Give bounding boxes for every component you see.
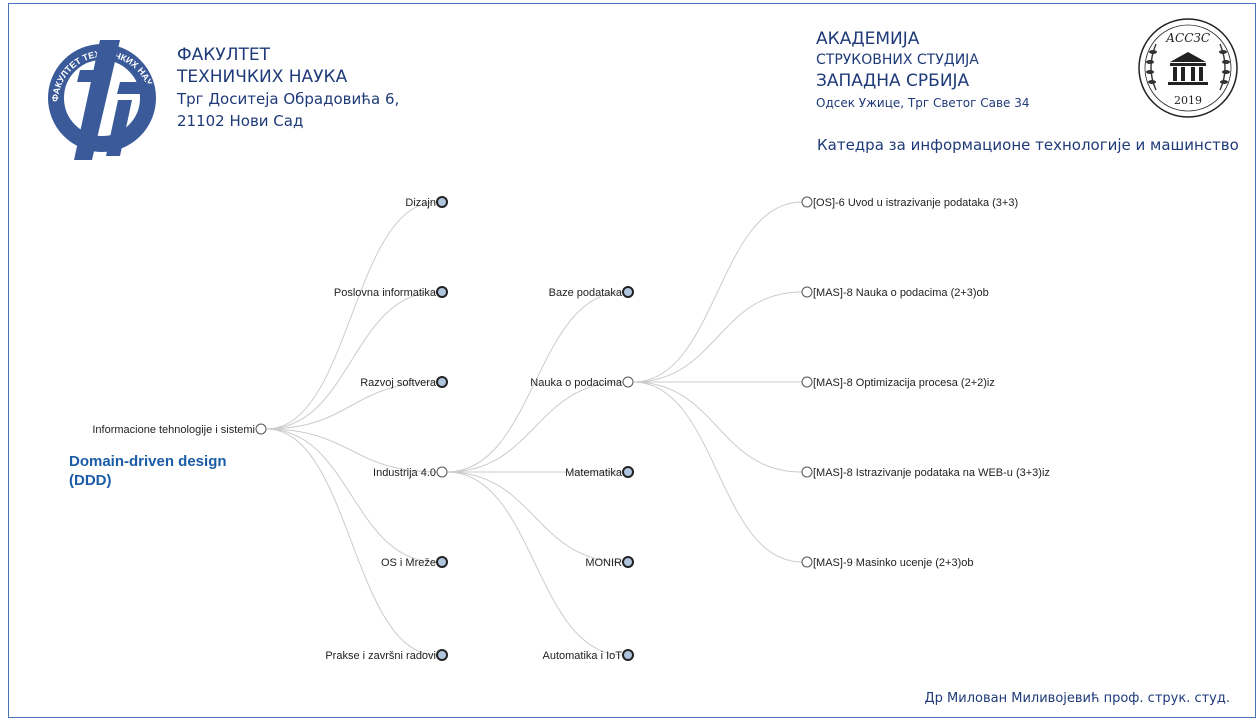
tree-node-l1-0-label: Dizajn: [405, 197, 436, 209]
academy-seal: АССЗС 2019: [1138, 18, 1238, 118]
tree-nodes: Informacione tehnologije i sistemi Dizajn…: [92, 196, 1050, 662]
tree-node-l1-1-circle[interactable]: [436, 286, 448, 298]
tree-node-l3-2[interactable]: [MAS]-8 Optimizacija procesa (2+2)iz: [801, 376, 995, 389]
ddd-title-line1: Domain-driven design: [69, 453, 227, 470]
link-root-l1-2: [265, 381, 438, 430]
link-root-l1-0: [265, 201, 438, 430]
academy-address: Одсек Ужице, Трг Светог Саве 34: [816, 96, 1030, 110]
tree-node-l2-0[interactable]: Baze podataka: [549, 286, 634, 299]
tree-node-root-circle[interactable]: [255, 423, 267, 435]
tree-node-l2-4[interactable]: Automatika i IoT: [543, 649, 634, 662]
tree-node-l1-5-circle[interactable]: [436, 649, 448, 661]
ftn-address-line1: Трг Доситеја Обрадовића 6,: [177, 90, 400, 108]
seal-text: АССЗС: [1165, 31, 1210, 45]
tree-node-l3-1[interactable]: [MAS]-8 Nauka o podacima (2+3)ob: [801, 286, 989, 299]
tree-node-l1-4-circle[interactable]: [436, 556, 448, 568]
tree-node-l2-2-circle[interactable]: [622, 466, 634, 478]
ddd-title-line2: (DDD): [69, 472, 112, 489]
tree-node-l3-3-label: [MAS]-8 Istrazivanje podataka na WEB-u (…: [813, 467, 1050, 479]
tree-node-l1-0[interactable]: Dizajn: [405, 196, 448, 209]
tree-node-l3-4-circle[interactable]: [801, 556, 813, 568]
tree-node-l2-0-label: Baze podataka: [549, 287, 623, 299]
tree-node-l3-3[interactable]: [MAS]-8 Istrazivanje podataka na WEB-u (…: [801, 466, 1050, 479]
ftn-address-block: ФАКУЛТЕТ ТЕХНИЧКИХ НАУКА Трг Доситеја Об…: [177, 44, 399, 132]
tree-node-l2-4-label: Automatika i IoT: [543, 650, 623, 662]
tree-node-l3-4-label: [MAS]-9 Masinko ucenje (2+3)ob: [813, 557, 974, 569]
tree-links: [265, 201, 803, 656]
tree-node-root-label: Informacione tehnologije i sistemi: [92, 424, 255, 436]
tree-node-l1-3[interactable]: Industrija 4.0: [373, 466, 448, 479]
link-root-l1-4: [265, 428, 438, 563]
link-industrija-l2-4: [446, 471, 624, 656]
tree-node-l2-1-circle[interactable]: [622, 376, 634, 388]
tree-node-l3-2-circle[interactable]: [801, 376, 813, 388]
link-nauka-l3-4: [632, 381, 803, 563]
tree-node-l1-5-label: Prakse i završni radovi: [325, 650, 436, 662]
tree-node-l1-5[interactable]: Prakse i završni radovi: [325, 649, 448, 662]
link-industrija-l2-3: [446, 471, 624, 563]
tree-node-l1-2-circle[interactable]: [436, 376, 448, 388]
tree-node-l3-2-label: [MAS]-8 Optimizacija procesa (2+2)iz: [813, 377, 995, 389]
academy-block: АКАДЕМИЈА СТРУКОВНИХ СТУДИЈА ЗАПАДНА СРБ…: [816, 28, 1030, 114]
tree-node-l2-1-label: Nauka o podacima: [530, 377, 623, 389]
link-root-l1-1: [265, 291, 438, 430]
tree-node-l1-4-label: OS i Mreže: [381, 557, 436, 569]
link-industrija-l2-1: [446, 381, 624, 473]
link-root-l1-3: [265, 428, 438, 473]
ftn-logo: ФАКУЛТЕТ ТЕХНИЧКИХ НАУКА: [40, 30, 156, 160]
tree-node-l2-2-label: Matematika: [565, 467, 623, 479]
ftn-name-line1: ФАКУЛТЕТ: [177, 45, 270, 65]
tree-node-l3-0-label: [OS]-6 Uvod u istrazivanje podataka (3+3…: [813, 197, 1018, 209]
academy-line3: ЗАПАДНА СРБИЈА: [816, 71, 970, 91]
tree-node-l2-3-circle[interactable]: [622, 556, 634, 568]
tree-node-l1-1-label: Poslovna informatika: [334, 287, 437, 299]
tree-node-l3-0-circle[interactable]: [801, 196, 813, 208]
academy-line1: АКАДЕМИЈА: [816, 29, 920, 49]
tree-node-l2-1[interactable]: Nauka o podacima: [530, 376, 634, 389]
tree-node-l1-0-circle[interactable]: [436, 196, 448, 208]
ftn-name-line2: ТЕХНИЧКИХ НАУКА: [177, 67, 348, 87]
academy-line2: СТРУКОВНИХ СТУДИЈА: [816, 52, 979, 68]
tree-node-l2-2[interactable]: Matematika: [565, 466, 634, 479]
tree-node-l3-1-label: [MAS]-8 Nauka o podacima (2+3)ob: [813, 287, 989, 299]
seal-year: 2019: [1174, 94, 1202, 107]
tree-node-l2-0-circle[interactable]: [622, 286, 634, 298]
tree-node-l3-4[interactable]: [MAS]-9 Masinko ucenje (2+3)ob: [801, 556, 974, 569]
ddd-title: Domain-driven design (DDD): [69, 452, 227, 490]
tree-node-l1-3-label: Industrija 4.0: [373, 467, 436, 479]
tree-node-l3-3-circle[interactable]: [801, 466, 813, 478]
tree-node-l3-1-circle[interactable]: [801, 286, 813, 298]
link-industrija-l2-0: [446, 291, 624, 473]
tree-node-l2-4-circle[interactable]: [622, 649, 634, 661]
tree-node-l2-3[interactable]: MONIR: [585, 556, 634, 569]
author-signature: Др Милован Миливојевић проф. струк. студ…: [924, 691, 1231, 706]
tree-node-l1-1[interactable]: Poslovna informatika: [334, 286, 448, 299]
link-root-l1-5: [265, 428, 438, 656]
department-title: Катедра за информационе технологије и ма…: [817, 136, 1239, 154]
tree-node-l2-3-label: MONIR: [585, 557, 622, 569]
tree-node-l3-0[interactable]: [OS]-6 Uvod u istrazivanje podataka (3+3…: [801, 196, 1018, 209]
link-nauka-l3-1: [632, 291, 803, 383]
tree-node-l1-2[interactable]: Razvoj softvera: [360, 376, 448, 389]
link-nauka-l3-3: [632, 381, 803, 473]
tree-node-l1-4[interactable]: OS i Mreže: [381, 556, 448, 569]
tree-node-root[interactable]: Informacione tehnologije i sistemi: [92, 423, 267, 436]
link-nauka-l3-0: [632, 201, 803, 383]
tree-node-l1-2-label: Razvoj softvera: [360, 377, 437, 389]
ftn-address-line2: 21102 Нови Сад: [177, 112, 304, 130]
tree-node-l1-3-circle[interactable]: [436, 466, 448, 478]
